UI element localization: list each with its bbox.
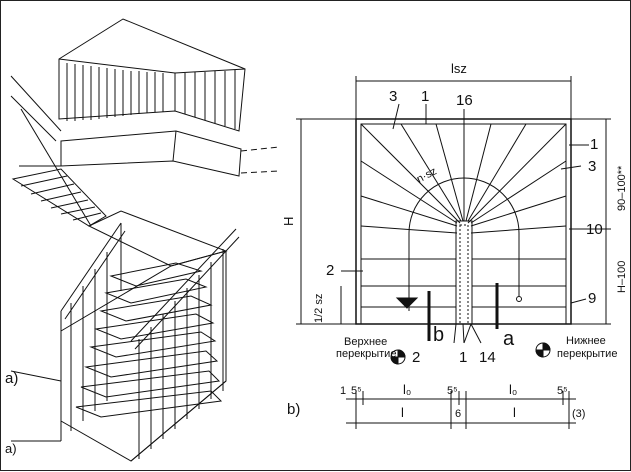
callout-1-top: 1 [421, 88, 429, 105]
panel-a-corner-label: a) [5, 441, 17, 456]
landing [87, 210, 228, 267]
panel-a-label: a) [5, 370, 18, 387]
upper-floor-line2: перекрытие [336, 348, 396, 360]
callout-1-right: 1 [590, 136, 598, 153]
dim-l0-a: l₀ [403, 382, 411, 397]
upper-balustrade [58, 18, 246, 132]
callout-2-left: 2 [326, 262, 334, 279]
central-newel [455, 220, 473, 325]
lower-balusters [70, 249, 224, 459]
lower-floor-marker [535, 342, 551, 358]
lower-floor-line2: перекрытие [557, 348, 617, 360]
dim-l-b: l [513, 405, 516, 420]
panel-a-drawing [10, 18, 280, 462]
winder-treads [360, 123, 567, 234]
dim-l-a: l [401, 405, 404, 420]
upper-handrail [20, 108, 92, 227]
dim-3: (3) [572, 408, 585, 420]
callout-3-right: 3 [588, 158, 596, 175]
dim-half-sz: 1/2 sz [313, 294, 325, 323]
dim-1: 1 [340, 385, 346, 397]
section-a-label: a [503, 328, 515, 350]
lower-handrail-right [130, 228, 237, 342]
lower-flight [60, 250, 227, 462]
callout-14: 14 [479, 349, 496, 366]
callout-10: 10 [586, 221, 603, 238]
callout-1-bottom: 1 [459, 349, 467, 366]
upper-floor-line1: Верхнее [344, 336, 387, 348]
upper-flight [11, 168, 107, 227]
upper-balusters [66, 63, 236, 129]
floor-slab [60, 130, 242, 177]
panel-b-label: b) [287, 401, 300, 418]
callout-3-left: 3 [389, 88, 397, 105]
direction-arrow [395, 297, 419, 309]
callout-2-bottom: 2 [412, 349, 420, 366]
dim-l0-b: l₀ [509, 382, 517, 397]
dim-5-5-c: 5⁵ [557, 385, 568, 397]
dim-n-sz: n·sz [415, 165, 439, 185]
dim-H: H [281, 217, 296, 226]
dim-right-top: 90–100** [616, 165, 628, 211]
dim-6: 6 [455, 408, 461, 420]
panel-b-drawing [296, 76, 611, 429]
callout-9: 9 [588, 290, 596, 307]
callout-16: 16 [456, 92, 473, 109]
section-b-label: b [433, 324, 444, 346]
dim-5-5-b: 5⁵ [447, 385, 458, 397]
lower-floor-line1: Нижнее [566, 335, 606, 347]
lower-handrail-left [60, 222, 122, 312]
dim-right-mid: H–100 [616, 261, 628, 293]
dim-lsz: lsz [451, 61, 467, 76]
dim-5-5-a: 5⁵ [351, 385, 362, 397]
upper-floor-marker [390, 349, 406, 365]
straight-treads [361, 258, 566, 308]
